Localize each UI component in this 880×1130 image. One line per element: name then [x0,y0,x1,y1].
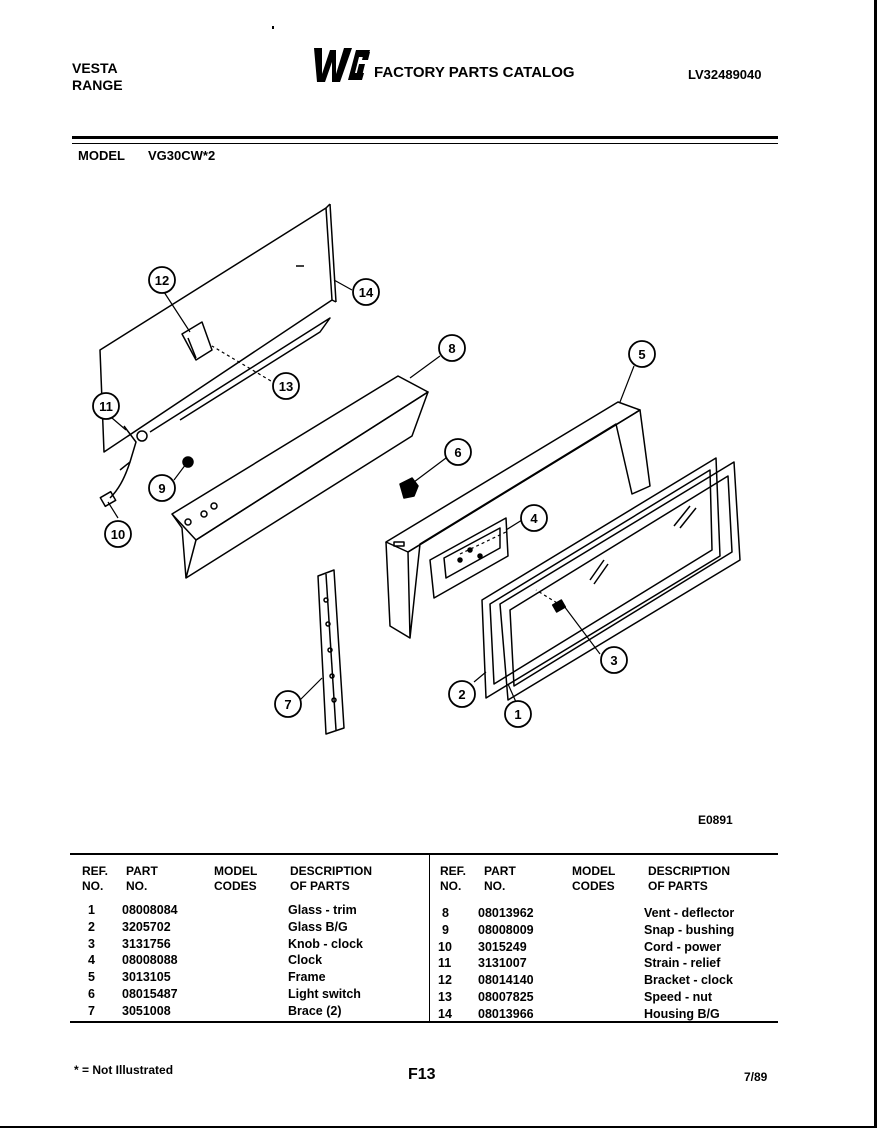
drawing-number: E0891 [698,813,733,827]
scan-mark [272,26,274,29]
callout-11: 11 [92,392,120,420]
callout-6: 6 [444,438,472,466]
callout-4: 4 [520,504,548,532]
svg-text:8: 8 [448,341,455,356]
svg-text:14: 14 [359,285,374,300]
part-glass-trim [499,461,741,701]
header-ref-no: REF.NO. [82,864,109,893]
header-rule-thick [72,136,778,139]
callout-5: 5 [628,340,656,368]
product-type: RANGE [72,77,123,93]
svg-text:11: 11 [99,399,113,414]
part-bracket-clock [181,321,213,361]
page-number: F13 [408,1066,436,1083]
part-vent-deflector [171,375,429,579]
svg-text:10: 10 [111,527,125,542]
callout-10: 10 [104,520,132,548]
part-cord [99,461,131,508]
callout-1: 1 [504,700,532,728]
callout-7: 7 [274,690,302,718]
table-top-rule [70,853,778,855]
svg-text:6: 6 [454,445,461,460]
table-divider [429,855,430,1021]
catalog-title: FACTORY PARTS CATALOG [374,64,575,81]
svg-text:9: 9 [158,481,165,496]
brand-block: VESTA RANGE [72,60,123,94]
callout-8: 8 [438,334,466,362]
model-value: VG30CW*2 [148,148,216,163]
svg-text:5: 5 [638,347,645,362]
part-frame [385,401,651,639]
callout-2: 2 [448,680,476,708]
table-bottom-rule [70,1021,778,1023]
callout-13: 13 [272,372,300,400]
svg-text:1: 1 [514,707,521,722]
revision-date: 7/89 [744,1070,768,1084]
part-light-switch [399,477,419,499]
catalog-number: LV32489040 [688,67,762,82]
callout-9: 9 [148,474,176,502]
model-label: MODEL [78,148,125,163]
callout-3: 3 [600,646,628,674]
header-ref-no-right: REF.NO. [440,864,467,893]
part-housing-bg [99,203,337,453]
callout-12: 12 [148,266,176,294]
brand-name: VESTA [72,60,118,76]
not-illustrated-note: * = Not Illustrated [74,1063,174,1077]
svg-text:7: 7 [284,697,291,712]
svg-text:13: 13 [279,379,293,394]
svg-text:4: 4 [530,511,538,526]
wci-logo [314,48,371,82]
exploded-parts-diagram: 12 14 13 11 9 10 8 5 6 4 3 2 1 7 [92,203,741,735]
svg-text:2: 2 [458,687,465,702]
part-brace [317,569,345,735]
svg-text:12: 12 [155,273,169,288]
header-rule-thin [72,143,778,144]
callout-14: 14 [352,278,380,306]
svg-text:3: 3 [610,653,617,668]
part-glass-bg [481,457,721,699]
part-clock [429,517,509,599]
part-strain-relief [119,425,148,471]
